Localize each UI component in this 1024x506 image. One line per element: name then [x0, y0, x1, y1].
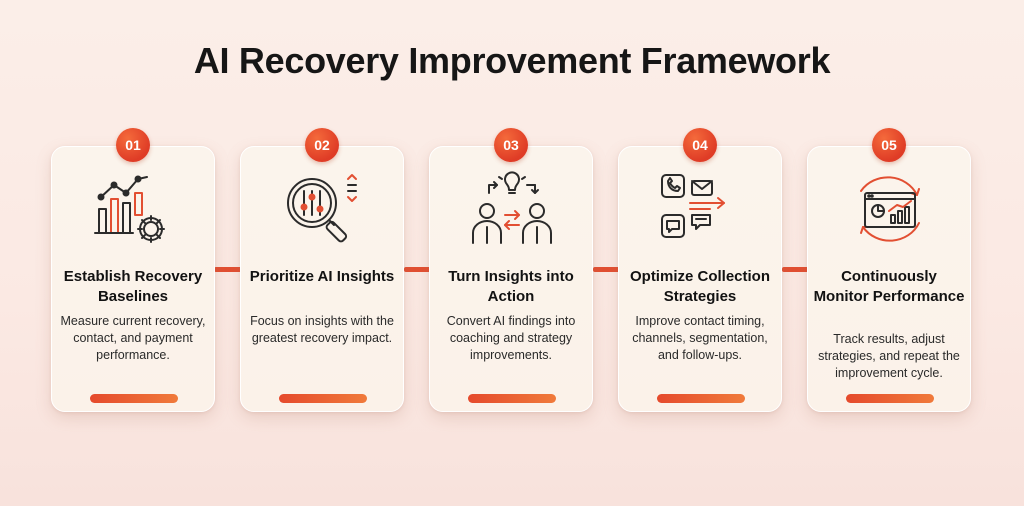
step-accent-bar — [90, 394, 178, 403]
connector-3-4 — [593, 267, 621, 272]
step-number-badge: 01 — [116, 128, 150, 162]
step-accent-bar — [468, 394, 556, 403]
step-accent-bar — [279, 394, 367, 403]
connector-4-5 — [782, 267, 810, 272]
channels-icon — [661, 174, 725, 238]
step-card-1: Establish Recovery Baselines Measure cur… — [51, 146, 215, 412]
step-number-badge: 03 — [494, 128, 528, 162]
step-accent-bar — [846, 394, 934, 403]
people-lightbulb-icon — [472, 171, 552, 244]
step-description: Convert AI findings into coaching and st… — [446, 314, 576, 362]
step-description: Track results, adjust strategies, and re… — [818, 332, 960, 380]
chart-gear-icon — [94, 175, 165, 243]
connector-2-3 — [404, 267, 432, 272]
step-card-4: Optimize Collection Strategies Improve c… — [618, 146, 782, 412]
step-card-2: Prioritize AI Insights Focus on insights… — [240, 146, 404, 412]
step-title: Continuously Monitor Performance — [813, 268, 965, 305]
step-description: Measure current recovery, contact, and p… — [60, 314, 206, 362]
step-card-5: Continuously Monitor Performance Track r… — [807, 146, 971, 412]
step-number-badge: 02 — [305, 128, 339, 162]
magnifier-sliders-icon — [287, 174, 357, 243]
page-title: AI Recovery Improvement Framework — [193, 40, 831, 81]
monitor-cycle-icon — [860, 176, 920, 242]
step-number-badge: 05 — [872, 128, 906, 162]
step-description: Focus on insights with the greatest reco… — [250, 314, 394, 345]
step-title: Establish Recovery Baselines — [63, 268, 203, 305]
step-title: Prioritize AI Insights — [249, 268, 395, 285]
step-title: Optimize Collection Strategies — [629, 268, 770, 305]
step-card-3: Turn Insights into Action Convert AI fin… — [429, 146, 593, 412]
connector-1-2 — [214, 267, 242, 272]
step-accent-bar — [657, 394, 745, 403]
step-title: Turn Insights into Action — [448, 268, 574, 305]
step-description: Improve contact timing, channels, segmen… — [632, 314, 768, 362]
step-number-badge: 04 — [683, 128, 717, 162]
